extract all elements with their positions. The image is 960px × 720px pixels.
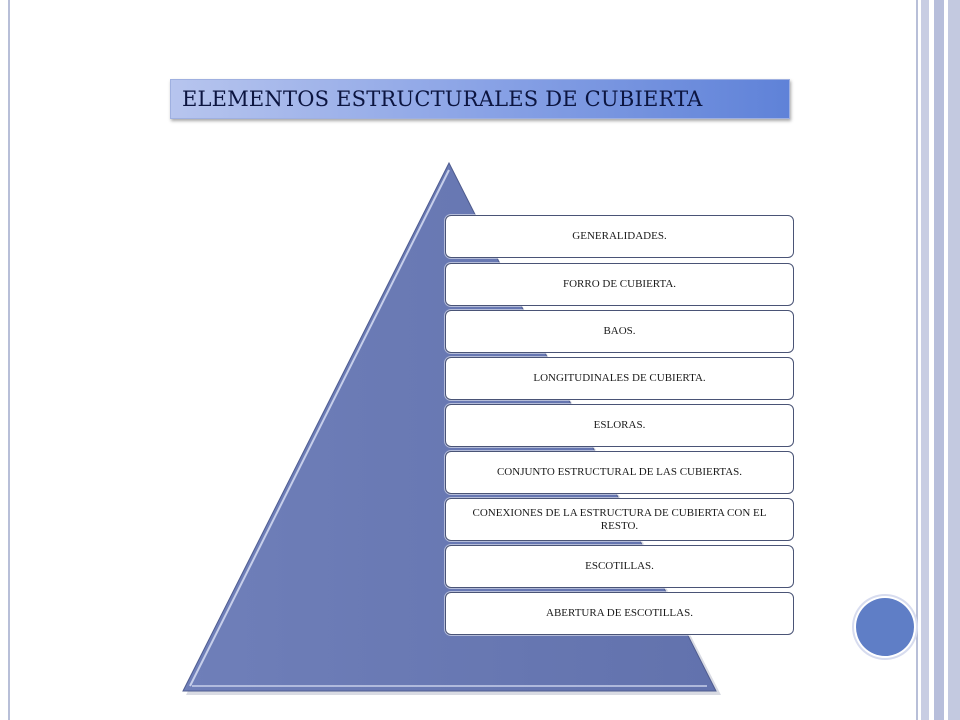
pyramid-level: LONGITUDINALES DE CUBIERTA. bbox=[445, 357, 794, 400]
pyramid-level: BAOS. bbox=[445, 310, 794, 353]
pyramid-level: FORRO DE CUBIERTA. bbox=[445, 263, 794, 306]
pyramid-level: CONJUNTO ESTRUCTURAL DE LAS CUBIERTAS. bbox=[445, 451, 794, 494]
decorative-stripe bbox=[921, 0, 929, 720]
accent-circle bbox=[856, 598, 914, 656]
pyramid-level: ESLORAS. bbox=[445, 404, 794, 447]
title-box: ELEMENTOS ESTRUCTURALES DE CUBIERTA bbox=[170, 79, 790, 119]
slide-frame bbox=[8, 0, 918, 720]
pyramid-level: GENERALIDADES. bbox=[445, 215, 794, 258]
decorative-stripe bbox=[934, 0, 944, 720]
pyramid-level: CONEXIONES DE LA ESTRUCTURA DE CUBIERTA … bbox=[445, 498, 794, 541]
decorative-stripe bbox=[948, 0, 960, 720]
slide-title: ELEMENTOS ESTRUCTURALES DE CUBIERTA bbox=[182, 87, 703, 111]
pyramid-level: ESCOTILLAS. bbox=[445, 545, 794, 588]
pyramid-highlight bbox=[189, 169, 450, 687]
pyramid-level: ABERTURA DE ESCOTILLAS. bbox=[445, 592, 794, 635]
